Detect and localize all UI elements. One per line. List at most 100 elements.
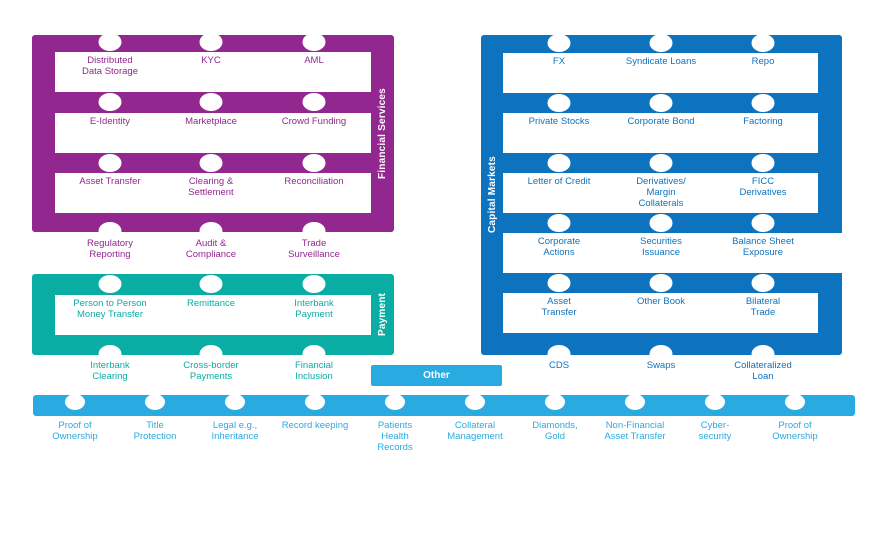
use-case-label: Syndicate Loans [625,56,697,67]
capital-markets-row: Asset Transfer Other Book Bilateral Trad… [503,293,818,333]
node-circle-icon [98,345,122,363]
node-circle-icon [649,154,673,172]
use-case-label: FX [552,56,566,67]
node-circle-icon [225,394,245,410]
node-circle-icon [625,394,645,410]
other-category-title: Other [423,370,450,381]
node-circle-icon [705,394,725,410]
use-case-label: Factoring [743,116,783,127]
use-case-label: Other Book [636,296,686,307]
use-case-label: Trade Surveillance [288,238,340,261]
use-case-label: Crowd Funding [281,116,347,127]
node-circle-icon [465,394,485,410]
payment-title: Payment [377,292,388,337]
node-circle-icon [199,345,223,363]
node-circle-icon [547,214,571,232]
payment-block: Person to Person Money Transfer Remittan… [32,274,394,363]
financial-services-title: Financial Services [377,88,388,179]
node-circle-icon [649,94,673,112]
financial-services-row: E-Identity Marketplace Crowd Funding [55,113,371,153]
node-circle-icon [385,394,405,410]
capital-markets-row: FX Syndicate Loans Repo [503,53,818,93]
financial-services-block: Distributed Data Storage KYC AML E-Ident… [32,33,394,240]
node-circle-icon [785,394,805,410]
node-circle-icon [547,94,571,112]
use-case-label: Corporate Actions [537,236,581,259]
node-circle-icon [751,34,775,52]
use-case-label: E-Identity [89,116,131,127]
use-case-label: Person to Person Money Transfer [73,298,147,321]
node-circle-icon [302,154,326,172]
use-case-label: Audit & Compliance [185,238,237,261]
node-circle-icon [98,33,122,51]
use-case-label: Cross-border Payments [183,360,239,383]
node-circle-icon [302,33,326,51]
use-case-label: Title Protection [133,420,177,443]
use-case-label: Balance Sheet Exposure [732,236,794,259]
node-circle-icon [649,274,673,292]
use-case-label: Collateralized Loan [734,360,792,383]
node-circle-icon [199,222,223,240]
node-circle-icon [751,345,775,363]
other-use-cases-bar [33,394,855,416]
use-case-label: CDS [548,360,570,371]
use-case-label: Swaps [646,360,676,371]
financial-services-row: Asset Transfer Clearing & Settlement Rec… [55,173,371,213]
capital-markets-row: Letter of Credit Derivatives/ Margin Col… [503,173,818,213]
node-circle-icon [98,154,122,172]
node-circle-icon [302,345,326,363]
node-circle-icon [98,93,122,111]
node-circle-icon [751,274,775,292]
node-circle-icon [649,34,673,52]
node-circle-icon [302,222,326,240]
use-case-label: Asset Transfer [79,176,141,187]
node-circle-icon [98,275,122,293]
use-case-label: Asset Transfer [541,296,577,319]
node-circle-icon [547,154,571,172]
node-circle-icon [302,93,326,111]
use-case-label: Interbank Payment [294,298,334,321]
use-case-label: Cyber- security [698,420,732,443]
use-case-label: Letter of Credit [527,176,591,187]
use-case-label: Record keeping [281,420,349,431]
node-circle-icon [751,214,775,232]
use-case-label: Proof of Ownership [52,420,98,443]
use-case-label: Remittance [186,298,236,309]
node-circle-icon [547,34,571,52]
node-circle-icon [649,345,673,363]
node-circle-icon [302,275,326,293]
node-circle-icon [199,154,223,172]
use-case-label: FICC Derivatives [739,176,787,199]
capital-markets-title: Capital Markets [487,156,498,234]
node-circle-icon [199,33,223,51]
use-case-label: KYC [201,55,221,66]
capital-markets-row: Corporate Actions Securities Issuance Ba… [503,233,842,273]
use-case-label: Regulatory Reporting [87,238,133,261]
node-circle-icon [547,274,571,292]
other-category-box: Other [371,365,502,386]
node-circle-icon [547,345,571,363]
node-circle-icon [649,214,673,232]
use-case-label: Derivatives/ Margin Collaterals [636,176,686,210]
use-case-label: Repo [751,56,775,67]
node-circle-icon [545,394,565,410]
use-case-label: Legal e.g., Inheritance [211,420,259,443]
node-circle-icon [199,275,223,293]
use-case-label: Diamonds, Gold [532,420,578,443]
use-case-label: Clearing & Settlement [188,176,234,199]
use-case-label: Non-Financial Asset Transfer [604,420,666,443]
node-circle-icon [65,394,85,410]
node-circle-icon [98,222,122,240]
use-case-label: Distributed Data Storage [82,55,138,78]
use-case-label: Securities Issuance [640,236,682,259]
node-circle-icon [751,94,775,112]
use-case-label: Corporate Bond [627,116,695,127]
capital-markets-block: FX Syndicate Loans Repo Private Stocks C… [481,34,842,363]
use-case-label: Patients Health Records [377,420,413,454]
use-case-label: Private Stocks [528,116,590,127]
use-case-label: Proof of Ownership [772,420,818,443]
payment-row: Person to Person Money Transfer Remittan… [55,295,371,335]
use-case-label: Interbank Clearing [90,360,130,383]
node-circle-icon [751,154,775,172]
